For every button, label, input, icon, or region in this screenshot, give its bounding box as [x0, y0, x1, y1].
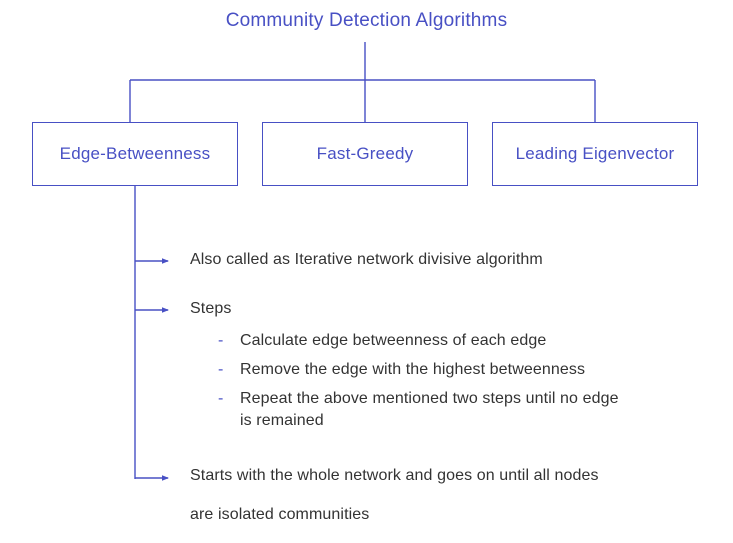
branch-label-starts-with-line2: are isolated communities: [190, 506, 370, 523]
dash-bullet-icon: -: [218, 361, 224, 378]
algorithm-box-fast-greedy[interactable]: Fast-Greedy: [262, 122, 468, 186]
step-list-item: - Repeat the above mentioned two steps u…: [218, 388, 619, 431]
algorithm-label: Fast-Greedy: [316, 144, 414, 163]
branch-label-also-called: Also called as Iterative network divisiv…: [190, 251, 543, 268]
step-label: Repeat the above mentioned two steps unt…: [240, 390, 619, 429]
algorithm-box-edge-betweenness[interactable]: Edge-Betweenness: [32, 122, 238, 186]
branch-label-steps: Steps: [190, 300, 232, 317]
step-list-item: - Calculate edge betweenness of each edg…: [218, 330, 546, 352]
step-list-item: - Remove the edge with the highest betwe…: [218, 359, 585, 381]
branch-label-starts-with: Starts with the whole network and goes o…: [190, 467, 599, 484]
algorithm-box-leading-eigenvector[interactable]: Leading Eigenvector: [492, 122, 698, 186]
algorithm-label: Leading Eigenvector: [515, 144, 675, 163]
step-label: Remove the edge with the highest between…: [240, 361, 586, 378]
algorithm-label: Edge-Betweenness: [59, 144, 211, 163]
dash-bullet-icon: -: [218, 390, 224, 407]
page-title: Community Detection Algorithms: [225, 10, 508, 31]
step-label: Calculate edge betweenness of each edge: [240, 332, 547, 349]
dash-bullet-icon: -: [218, 332, 224, 349]
